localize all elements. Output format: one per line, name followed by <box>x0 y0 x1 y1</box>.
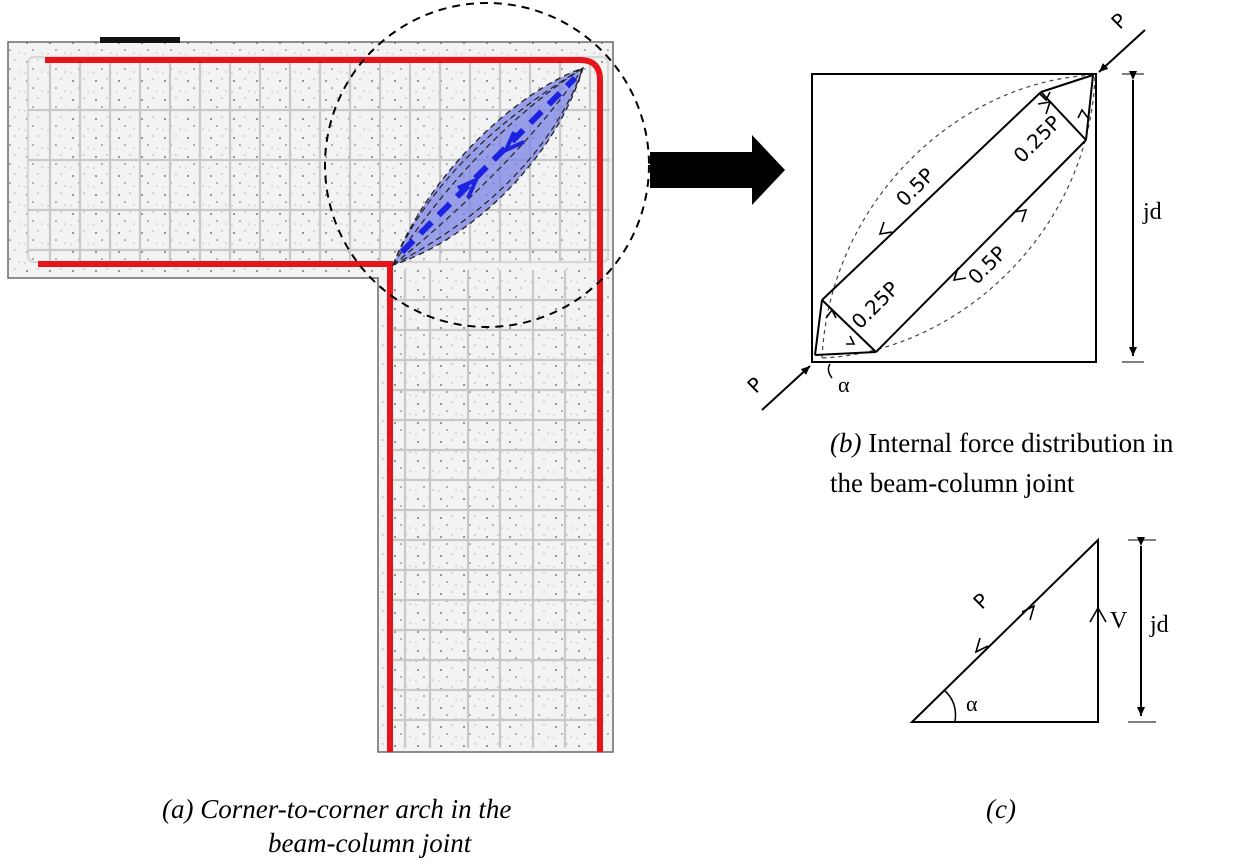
triangle-jd-label: jd <box>1149 612 1169 638</box>
force-label-top-right: 0.25P <box>1009 111 1066 168</box>
strut-resultant-line <box>399 75 578 255</box>
triangle-p-arrow-down <box>974 637 989 654</box>
force-label-lower-mid: 0.5P <box>963 241 1011 289</box>
outer-reinforcement-bar <box>45 57 603 752</box>
detail-arrow <box>650 135 785 205</box>
caption-c: (c) <box>986 794 1016 824</box>
strut-stress-trajectories <box>392 67 584 266</box>
strut-arrowhead-up <box>502 131 525 154</box>
compression-field-boundary <box>821 74 1096 359</box>
caption-b-line1: (b) Internal force distribution in <box>830 428 1174 458</box>
bottom-load-arrow <box>761 365 811 411</box>
triangle-p-arrow-up <box>1021 604 1036 621</box>
alpha-label: α <box>838 372 850 397</box>
panel-a-joint-drawing <box>7 2 650 753</box>
caption-a-line1: (a) Corner-to-corner arch in the <box>162 794 512 824</box>
triangle-alpha-label: α <box>966 691 978 716</box>
panel-c-force-triangle: P V jd α <box>909 537 1169 723</box>
force-label-upper-mid: 0.5P <box>891 163 939 211</box>
jd-label: jd <box>1142 199 1162 225</box>
inner-reinforcement-bar <box>38 261 393 752</box>
top-bearing-plate <box>100 37 180 43</box>
top-load-label: P <box>1106 8 1132 34</box>
caption-b-tag: (b) <box>830 428 862 458</box>
triangle-v-arrow <box>1089 606 1107 623</box>
triangle-alpha-arc <box>943 689 957 723</box>
internal-truss <box>814 74 1094 356</box>
joint-detail-circle <box>324 2 650 328</box>
caption-a-line2: beam-column joint <box>268 828 472 858</box>
joint-square <box>811 73 1097 363</box>
strut-arrowhead-down <box>457 176 480 199</box>
force-label-bottom-left: 0.25P <box>847 277 904 334</box>
top-load-arrow <box>1098 29 1146 73</box>
triangle-v-label: V <box>1110 608 1128 634</box>
bottom-load-label: P <box>742 372 768 398</box>
caption-b-line2: the beam-column joint <box>830 468 1075 498</box>
alpha-angle-arc <box>827 363 833 379</box>
force-triangle <box>909 537 1099 723</box>
column-stirrup-grid <box>392 270 604 748</box>
triangle-p-label: P <box>968 588 994 614</box>
panel-b-force-diagram: P P jd α 0.25P 0.5P 0.5P 0.25P <box>742 8 1162 411</box>
member-force-arrows <box>825 91 1089 345</box>
